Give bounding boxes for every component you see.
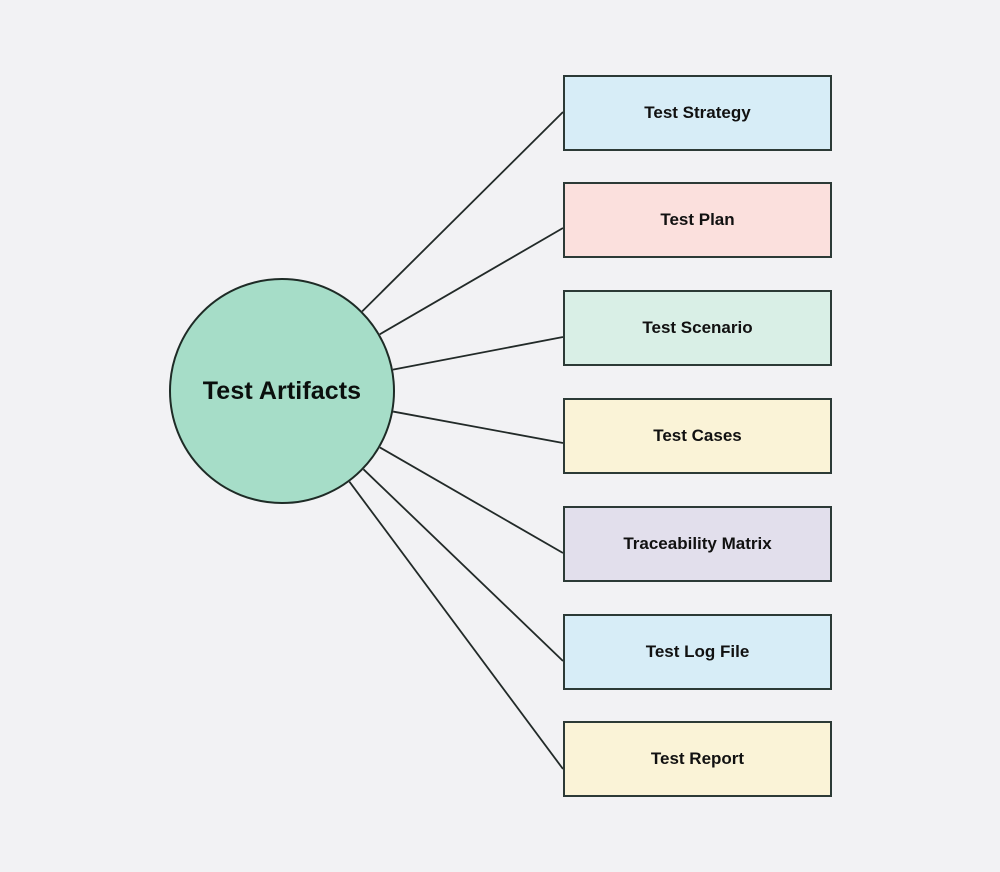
artifact-box-label: Test Scenario	[642, 318, 753, 337]
connector-line	[379, 446, 564, 554]
artifact-box-label: Traceability Matrix	[623, 534, 772, 553]
artifact-box-label: Test Strategy	[644, 103, 751, 122]
artifact-box-label: Test Plan	[660, 210, 735, 229]
connector-line	[348, 481, 564, 770]
hub-node-test-artifacts[interactable]: Test Artifacts	[169, 278, 395, 504]
connector-line	[392, 410, 564, 444]
hub-node-label: Test Artifacts	[202, 376, 362, 405]
artifact-box-test-log-file[interactable]: Test Log File	[563, 614, 832, 690]
connector-line	[361, 111, 564, 313]
connector-line	[379, 227, 564, 336]
artifact-box-traceability-matrix[interactable]: Traceability Matrix	[563, 506, 832, 582]
artifact-box-test-scenario[interactable]: Test Scenario	[563, 290, 832, 366]
artifact-box-label: Test Cases	[653, 426, 742, 445]
artifact-box-test-plan[interactable]: Test Plan	[563, 182, 832, 258]
artifact-box-test-report[interactable]: Test Report	[563, 721, 832, 797]
artifact-box-test-cases[interactable]: Test Cases	[563, 398, 832, 474]
artifact-box-test-strategy[interactable]: Test Strategy	[563, 75, 832, 151]
connector-line	[392, 336, 564, 371]
connector-line	[362, 468, 564, 662]
artifact-box-label: Test Log File	[645, 642, 750, 661]
artifact-box-label: Test Report	[650, 749, 745, 768]
